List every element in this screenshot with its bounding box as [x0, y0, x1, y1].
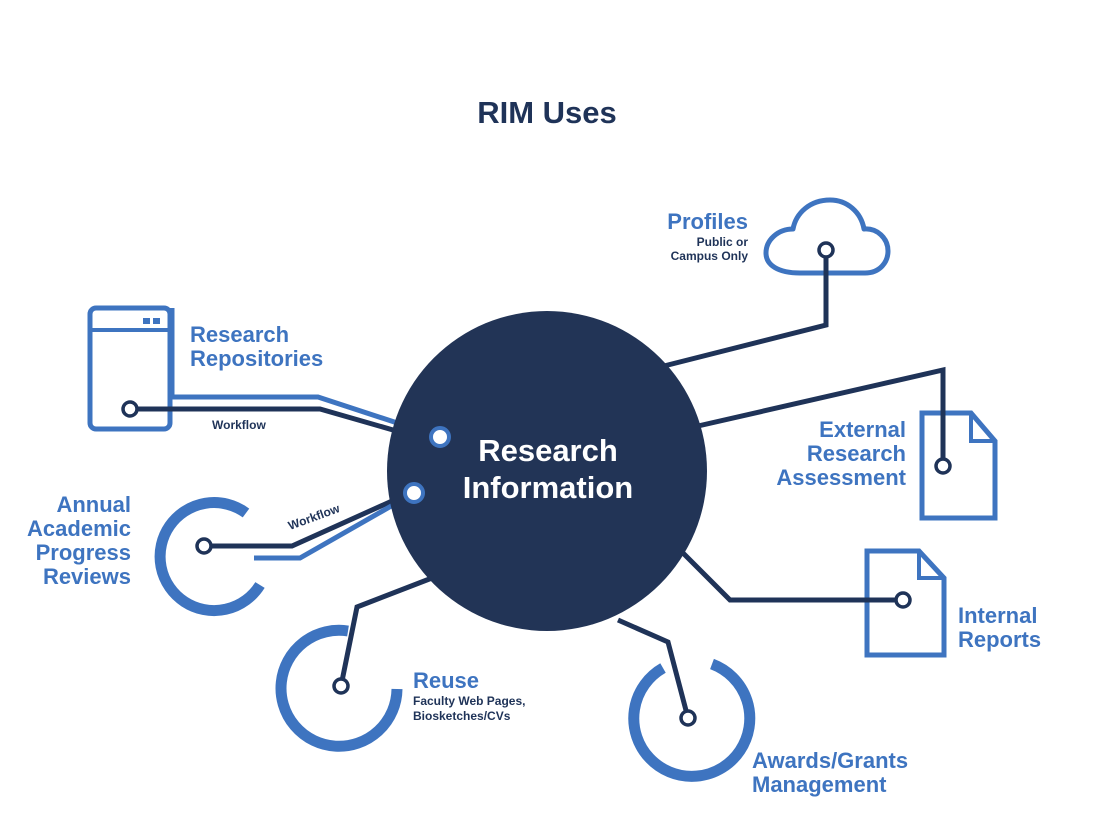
reuse-endpoint-dot — [332, 677, 350, 695]
report-document-icon — [864, 548, 947, 658]
annual-label-line2: Academic — [27, 516, 131, 541]
awards-label-line1: Awards/Grants — [752, 748, 908, 773]
document-icon — [919, 410, 998, 521]
diagram-title: RIM Uses — [477, 95, 617, 130]
annual-label-line1: Annual — [56, 492, 131, 517]
profiles-endpoint-dot — [817, 241, 835, 259]
connector-external — [697, 366, 946, 466]
cloud-icon — [763, 197, 891, 276]
research-information-circle — [387, 311, 707, 631]
reuse-ring-icon — [275, 624, 403, 752]
external-endpoint-dot — [934, 457, 952, 475]
repositories-label-line2: Repositories — [190, 346, 323, 371]
reuse-sub2: Biosketches/CVs — [413, 709, 511, 723]
center-label-line1: Research — [478, 433, 618, 468]
repositories-endpoint-dot — [121, 400, 139, 418]
annual-review-ring-icon — [154, 497, 265, 617]
center-label-line2: Information — [463, 470, 634, 505]
annual-label-line4: Reviews — [43, 564, 131, 589]
internal-label-line2: Reports — [958, 627, 1041, 652]
awards-ring-icon — [628, 658, 756, 782]
reuse-sub1: Faculty Web Pages, — [413, 694, 525, 708]
external-label-line3: Assessment — [776, 465, 906, 490]
external-label-line1: External — [819, 417, 906, 442]
repositories-label-line1: Research — [190, 322, 289, 347]
connector-reuse — [338, 575, 433, 687]
internal-endpoint-dot — [894, 591, 912, 609]
profiles-sub1: Public or — [697, 235, 749, 249]
profiles-sub2: Campus Only — [671, 249, 749, 263]
awards-label-line2: Management — [752, 772, 887, 797]
external-label-line2: Research — [807, 441, 906, 466]
annual-label-line3: Progress — [36, 540, 131, 565]
repositories-center-dot — [429, 426, 451, 448]
connector-repositories — [130, 308, 441, 440]
annual-center-dot — [403, 482, 425, 504]
profiles-title: Profiles — [667, 209, 748, 234]
connector-internal — [676, 546, 903, 603]
awards-endpoint-dot — [679, 709, 697, 727]
connector-awards — [616, 617, 691, 719]
reuse-title: Reuse — [413, 668, 479, 693]
connector-annual — [204, 490, 416, 561]
annual-endpoint-dot — [195, 537, 213, 555]
repositories-workflow-label: Workflow — [212, 418, 266, 432]
connector-profiles — [659, 250, 829, 370]
internal-label-line1: Internal — [958, 603, 1037, 628]
